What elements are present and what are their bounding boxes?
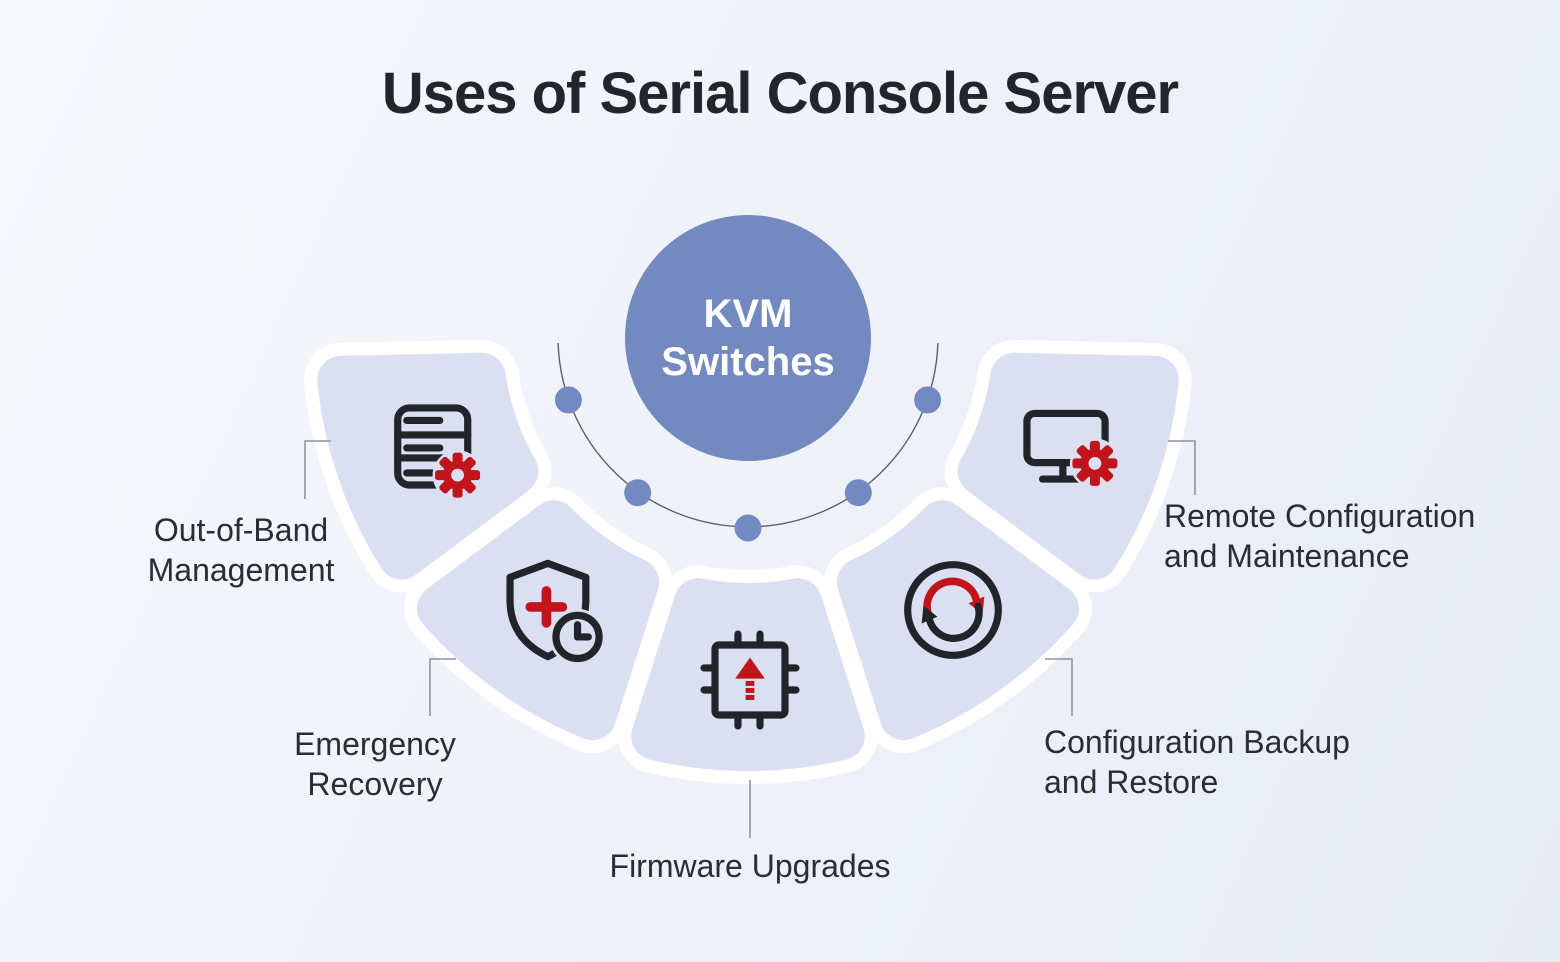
- label-out-of-band-management: Out-of-Band Management: [86, 510, 396, 590]
- center-label-line2: Switches: [661, 340, 835, 384]
- label-line: Configuration Backup: [1044, 724, 1350, 760]
- label-remote-configuration-and-maintenance: Remote Configuration and Maintenance: [1164, 496, 1560, 576]
- server-gear-icon: [394, 404, 483, 501]
- arc-dot: [734, 514, 762, 542]
- upload-arrow-icon: [735, 657, 765, 700]
- label-line: and Maintenance: [1164, 538, 1410, 574]
- gear-icon: [435, 452, 481, 498]
- arc-dot: [914, 386, 942, 414]
- diagram-title: Uses of Serial Console Server: [381, 61, 1179, 126]
- connector-emergency: [429, 658, 456, 716]
- label-line: Emergency: [294, 726, 456, 762]
- label-line: Management: [147, 552, 335, 588]
- shield-plus-clock-icon: [506, 559, 606, 666]
- label-firmware-upgrades: Firmware Upgrades: [570, 846, 930, 886]
- connector-lines: [304, 440, 1196, 838]
- label-line: Out-of-Band: [153, 512, 329, 548]
- arc-dot: [844, 479, 872, 507]
- connector-config-backup: [1045, 658, 1073, 716]
- chip-upload-icon: [700, 630, 800, 730]
- label-line: Remote Configuration: [1164, 498, 1476, 534]
- sync-arrows-icon: [904, 561, 1002, 659]
- label-configuration-backup-and-restore: Configuration Backup and Restore: [1044, 722, 1464, 802]
- arc-dot: [624, 479, 652, 507]
- clock-icon: [552, 611, 603, 663]
- label-line: Firmware Upgrades: [609, 848, 891, 884]
- label-emergency-recovery: Emergency Recovery: [225, 724, 525, 804]
- arc-dots: [554, 386, 942, 542]
- petal-configuration-backup-and-restore: [836, 500, 1079, 741]
- plus-icon: [525, 586, 568, 628]
- monitor-gear-icon: [1023, 409, 1120, 489]
- center-label-line1: KVM: [703, 292, 793, 336]
- gear-icon: [1072, 440, 1118, 486]
- connector-remote-config: [1168, 440, 1196, 495]
- connector-out-of-band: [304, 440, 331, 499]
- label-line: and Restore: [1044, 764, 1219, 800]
- arc-dot: [554, 386, 582, 414]
- petal-emergency-recovery: [417, 500, 660, 741]
- center-circle: KVM Switches: [625, 215, 871, 461]
- label-line: Recovery: [307, 766, 443, 802]
